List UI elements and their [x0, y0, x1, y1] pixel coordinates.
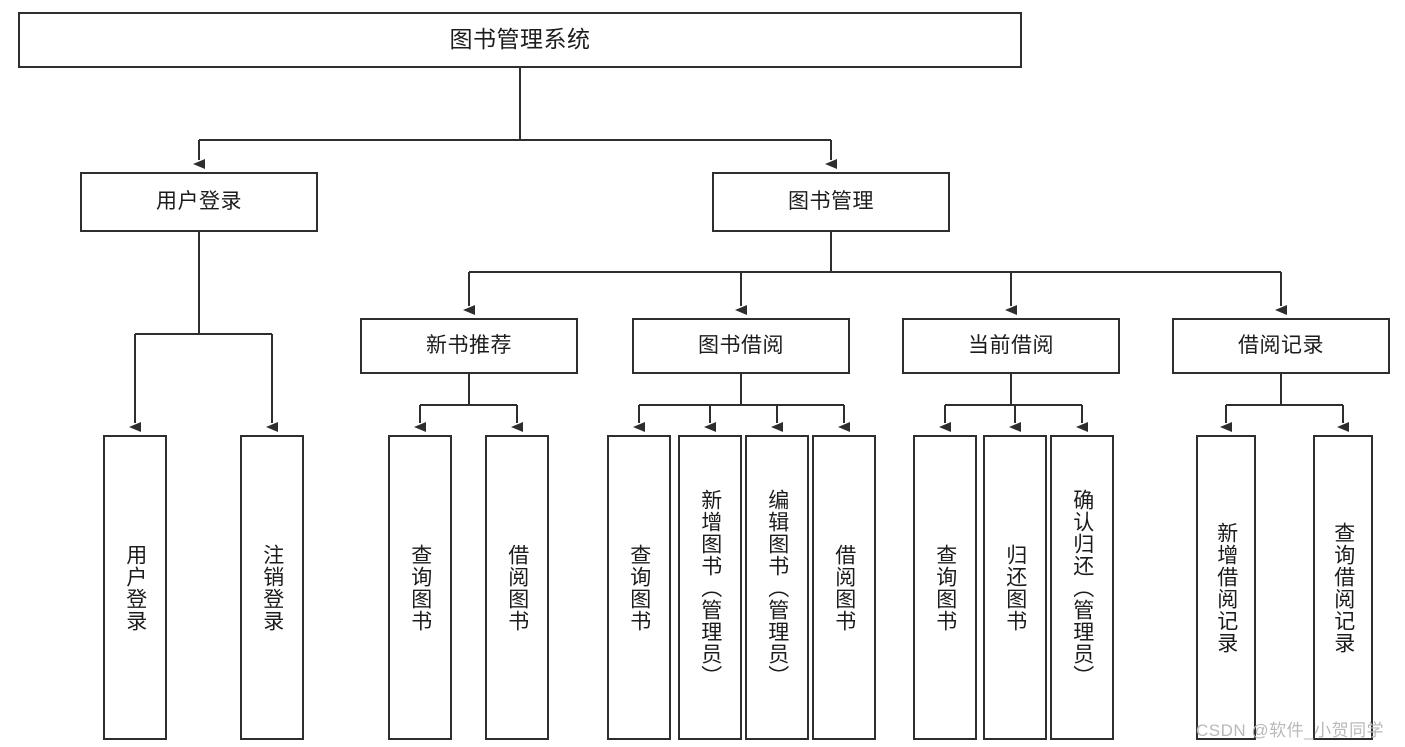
node-leaf-add-record-label: 新增借阅记录: [1214, 521, 1238, 654]
node-leaf-add-book[interactable]: 新增图书（管理员）: [678, 435, 742, 740]
node-leaf-return-book[interactable]: 归还图书: [983, 435, 1047, 740]
node-leaf-user-login[interactable]: 用户登录: [103, 435, 167, 740]
node-leaf-borrow-book-rec[interactable]: 借阅图书: [485, 435, 549, 740]
node-leaf-confirm-return[interactable]: 确认归还（管理员）: [1050, 435, 1114, 740]
node-leaf-confirm-return-label: 确认归还（管理员）: [1070, 488, 1094, 687]
node-leaf-user-logout[interactable]: 注销登录: [240, 435, 304, 740]
node-leaf-add-book-label: 新增图书（管理员）: [698, 488, 722, 687]
node-root-label: 图书管理系统: [449, 26, 591, 53]
node-user-login-label: 用户登录: [156, 189, 242, 213]
node-leaf-query-book-rec[interactable]: 查询图书: [388, 435, 452, 740]
node-leaf-borrow-book-rec-label: 借阅图书: [505, 543, 529, 632]
node-book-manage[interactable]: 图书管理: [712, 172, 950, 232]
node-borrow-record[interactable]: 借阅记录: [1172, 318, 1390, 374]
node-book-borrow[interactable]: 图书借阅: [632, 318, 850, 374]
node-leaf-edit-book-label: 编辑图书（管理员）: [765, 488, 789, 687]
node-new-book-rec-label: 新书推荐: [426, 333, 512, 357]
node-leaf-query-record-label: 查询借阅记录: [1331, 521, 1355, 654]
node-leaf-edit-book[interactable]: 编辑图书（管理员）: [745, 435, 809, 740]
node-leaf-query-book-rec-label: 查询图书: [408, 543, 432, 632]
node-leaf-borrow-book[interactable]: 借阅图书: [812, 435, 876, 740]
node-book-borrow-label: 图书借阅: [698, 333, 784, 357]
node-leaf-query-book-borrow[interactable]: 查询图书: [607, 435, 671, 740]
node-book-manage-label: 图书管理: [788, 189, 874, 213]
node-leaf-add-record[interactable]: 新增借阅记录: [1196, 435, 1256, 740]
node-leaf-query-book-cur[interactable]: 查询图书: [913, 435, 977, 740]
node-leaf-query-book-borrow-label: 查询图书: [627, 543, 651, 632]
csdn-watermark: CSDN @软件_小贺同学: [1196, 721, 1385, 740]
node-borrow-record-label: 借阅记录: [1238, 333, 1324, 357]
node-current-borrow-label: 当前借阅: [968, 333, 1054, 357]
node-new-book-rec[interactable]: 新书推荐: [360, 318, 578, 374]
node-current-borrow[interactable]: 当前借阅: [902, 318, 1120, 374]
node-user-login[interactable]: 用户登录: [80, 172, 318, 232]
node-leaf-query-book-cur-label: 查询图书: [933, 543, 957, 632]
node-leaf-user-login-label: 用户登录: [123, 543, 147, 632]
node-root[interactable]: 图书管理系统: [18, 12, 1022, 68]
node-leaf-user-logout-label: 注销登录: [260, 543, 284, 632]
node-leaf-borrow-book-label: 借阅图书: [832, 543, 856, 632]
node-leaf-return-book-label: 归还图书: [1003, 543, 1027, 632]
node-leaf-query-record[interactable]: 查询借阅记录: [1313, 435, 1373, 740]
